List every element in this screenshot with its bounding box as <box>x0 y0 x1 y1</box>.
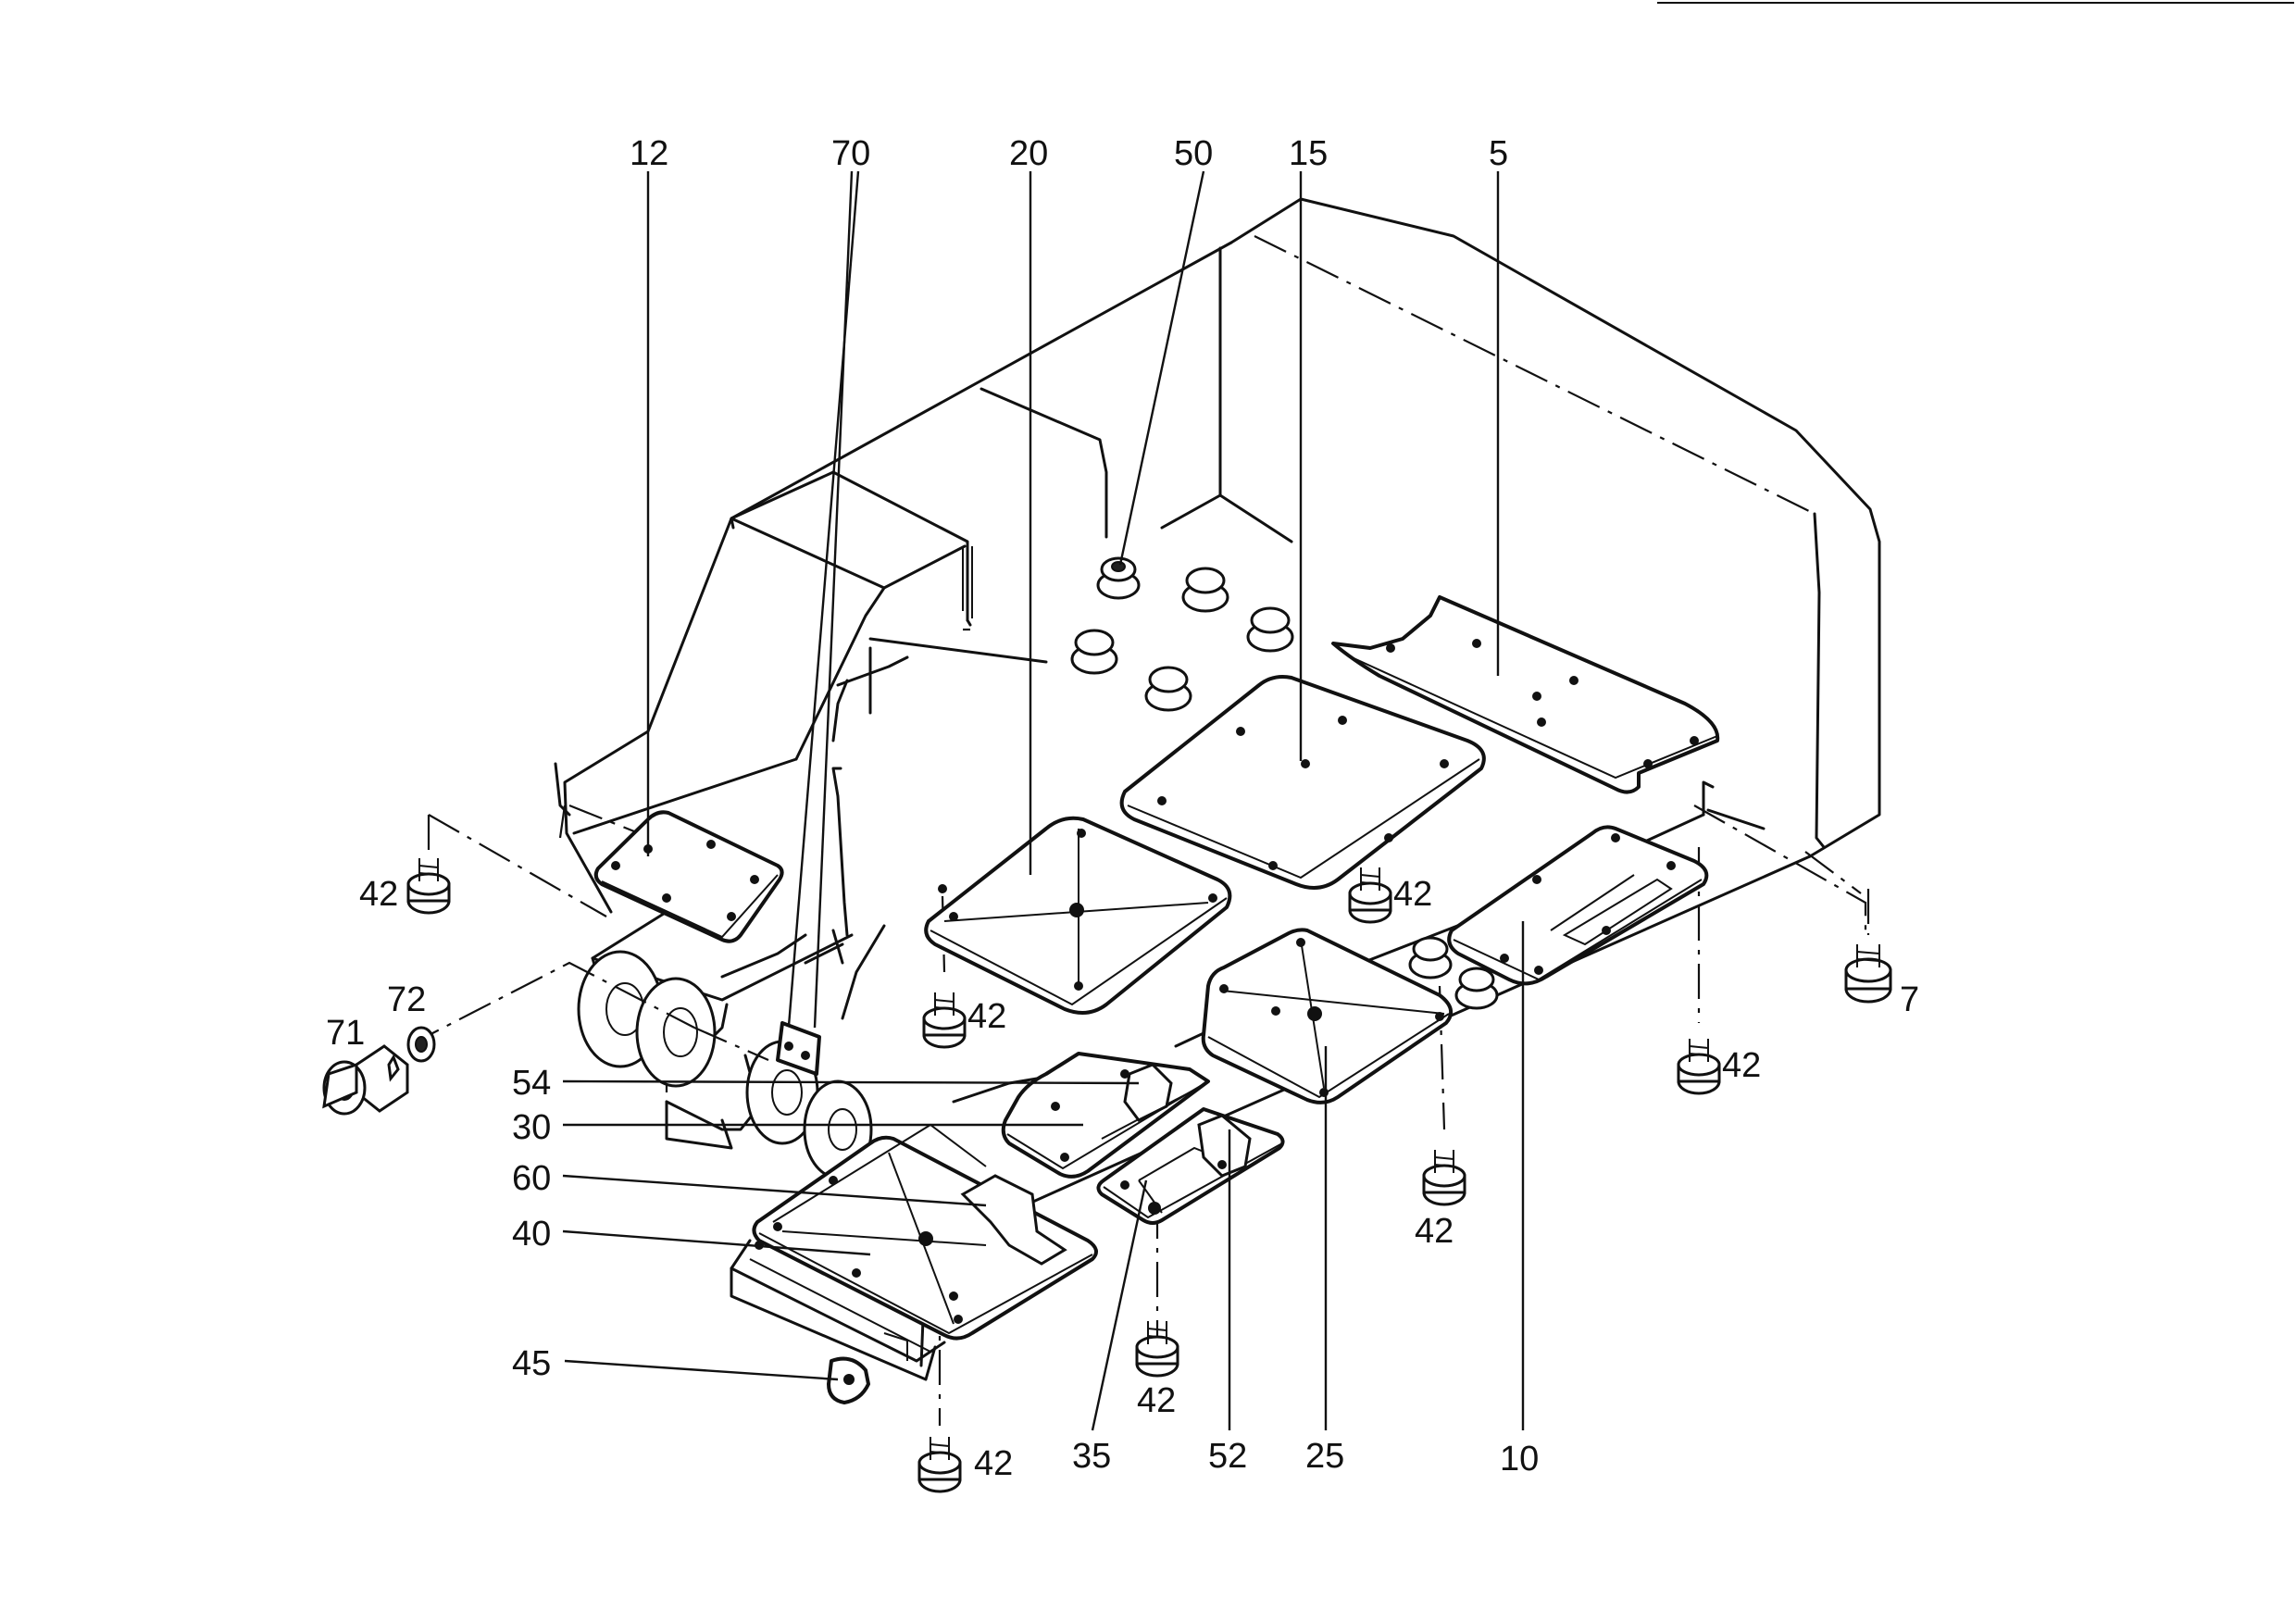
bolt-42 <box>1348 867 1392 924</box>
label-71: 71 <box>326 1014 365 1053</box>
cap <box>1096 556 1141 600</box>
bolt-42 <box>917 1437 962 1493</box>
plate-30 <box>1001 1052 1210 1179</box>
cap <box>1246 606 1294 653</box>
cap <box>1454 967 1499 1010</box>
label-42: 42 <box>1415 1212 1454 1251</box>
plate-5 <box>1331 595 1720 794</box>
label-10: 10 <box>1500 1440 1539 1479</box>
plate-10 <box>1447 825 1709 986</box>
label-70: 70 <box>831 134 870 173</box>
cap <box>1408 936 1453 979</box>
bolt-42 <box>406 858 451 915</box>
washer-72 <box>406 1026 436 1063</box>
plate-20 <box>924 816 1232 1015</box>
label-42: 42 <box>1722 1046 1761 1085</box>
label-52: 52 <box>1208 1437 1247 1476</box>
label-54: 54 <box>512 1064 551 1103</box>
cap <box>1070 629 1118 675</box>
label-5: 5 <box>1489 134 1508 173</box>
bolts-42 <box>406 858 1721 1493</box>
label-42: 42 <box>1393 875 1432 914</box>
label-72: 72 <box>387 980 426 1019</box>
label-7: 7 <box>1900 980 1919 1019</box>
plate-25 <box>1201 928 1454 1104</box>
tray-lower <box>730 1239 946 1381</box>
label-15: 15 <box>1289 134 1328 173</box>
label-60: 60 <box>512 1159 551 1198</box>
label-42: 42 <box>1137 1381 1176 1420</box>
bolt-42 <box>1422 1150 1466 1206</box>
label-30: 30 <box>512 1108 551 1147</box>
label-42: 42 <box>359 875 398 914</box>
part-labels: 12 70 20 50 15 5 72 71 54 30 60 40 45 35… <box>326 134 1919 1479</box>
hinge-rollers <box>577 950 873 1179</box>
label-50: 50 <box>1174 134 1213 173</box>
grommet-45 <box>827 1356 870 1404</box>
plate-40 <box>752 1123 1098 1341</box>
bracket-70 <box>776 1021 821 1076</box>
label-35: 35 <box>1072 1437 1111 1476</box>
label-42: 42 <box>974 1444 1013 1483</box>
label-20: 20 <box>1009 134 1048 173</box>
bolt-labels-42: 42 42 42 42 42 42 42 <box>359 875 1761 1483</box>
rubber-caps <box>1070 556 1499 1010</box>
bolt-7 <box>1844 944 1892 1004</box>
label-25: 25 <box>1305 1437 1344 1476</box>
plate-15 <box>1119 675 1486 890</box>
label-12: 12 <box>630 134 668 173</box>
bolt-42 <box>1677 1039 1721 1095</box>
label-40: 40 <box>512 1215 551 1254</box>
bolt-71 <box>322 1044 409 1116</box>
plate-35 <box>1096 1107 1285 1225</box>
bolt-42 <box>922 992 967 1049</box>
label-42: 42 <box>967 997 1006 1036</box>
label-45: 45 <box>512 1344 551 1383</box>
plate-12 <box>593 810 784 943</box>
bolt-42 <box>1135 1321 1179 1378</box>
leader-lines <box>562 170 1525 1431</box>
cap <box>1144 666 1192 712</box>
cap <box>1181 567 1229 613</box>
